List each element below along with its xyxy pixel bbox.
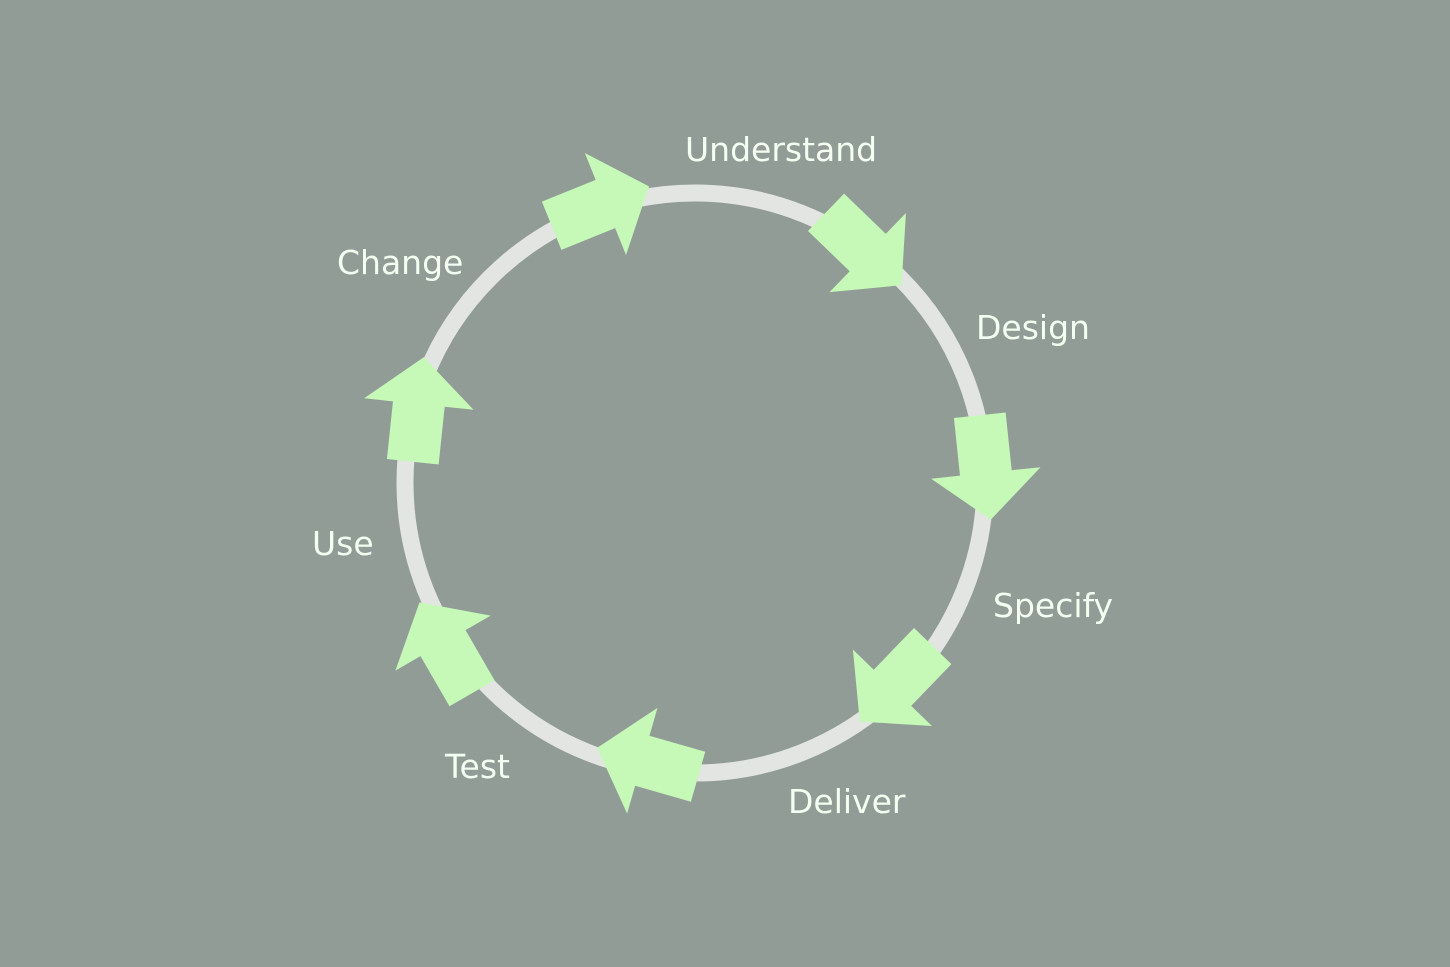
arrow-to-specify bbox=[931, 412, 1041, 520]
stage-label-deliver: Deliver bbox=[788, 782, 906, 821]
arrow-to-understand bbox=[541, 153, 649, 255]
stage-label-understand: Understand bbox=[685, 130, 877, 169]
stage-label-change: Change bbox=[337, 243, 463, 282]
stage-label-use: Use bbox=[312, 524, 374, 563]
arrow-to-use bbox=[395, 602, 495, 707]
stage-label-specify: Specify bbox=[993, 586, 1113, 625]
arrow-to-change bbox=[364, 357, 474, 465]
cycle-arrows bbox=[364, 153, 1041, 814]
stage-label-test: Test bbox=[444, 747, 510, 786]
stage-label-design: Design bbox=[976, 308, 1090, 347]
arrow-to-test bbox=[597, 707, 706, 814]
arrow-to-design bbox=[807, 193, 906, 293]
stage-labels: Understand Design Specify Deliver Test U… bbox=[312, 130, 1113, 821]
arrow-to-deliver bbox=[852, 627, 952, 726]
